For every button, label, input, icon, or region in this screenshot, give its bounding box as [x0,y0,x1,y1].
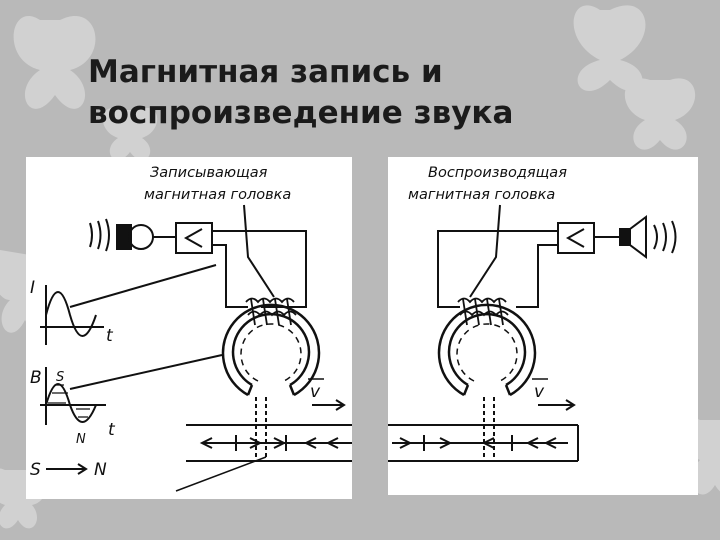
title-line-2: воспроизведение звука [88,95,514,131]
playback-diagram-panel: Воспроизводящая магнитная головка [388,157,698,495]
graph-time-axis-label: t [106,326,114,346]
title-line-1: Магнитная запись и [88,54,443,90]
slide-title: Магнитная запись и воспроизведение звука [88,52,688,134]
butterfly-icon [573,5,646,91]
graph-b-axis-label: B [30,368,42,388]
graph-n-label: N [76,432,86,447]
amplifier-symbol-icon [183,228,203,248]
butterfly-icon [624,78,696,150]
microphone-icon [128,224,154,250]
recording-velocity-label: v [310,382,321,402]
amplifier-icon [557,222,595,254]
velocity-arrow-icon [312,399,346,411]
playback-head-label-line2: магнитная головка [408,187,555,203]
amplifier-icon [175,222,213,254]
graph-time-axis-label-2: t [108,420,116,440]
playback-velocity-label: v [534,382,545,402]
coil-icon [245,297,297,326]
magnetic-tape [186,424,352,462]
pole-arrow: S N [30,456,267,492]
sound-wave-icon [89,218,110,252]
magnetic-head-core [221,303,321,397]
pole-s-label: S [30,460,41,480]
graph-s-label: S [56,370,64,385]
amplifier-symbol-icon [565,228,585,248]
microphone-base-icon [116,224,132,250]
playback-diagram: Воспроизводящая магнитная головка [388,165,677,462]
sound-wave-icon [653,220,677,254]
playback-head-label-line1: Воспроизводящая [428,165,567,181]
pole-n-label: N [94,460,107,480]
current-graph: I t [30,264,217,346]
induction-graph: B S N t [30,354,223,447]
recording-head-label-line1: Записывающая [150,165,268,181]
velocity-arrow-icon [538,399,576,411]
speaker-icon [619,215,647,259]
graph-current-axis-label: I [30,278,35,298]
magnetic-tape [388,424,579,462]
label-pointer-line [243,204,275,298]
recording-diagram-panel: Записывающая магнитная головка [26,157,352,499]
recording-diagram: Записывающая магнитная головка [30,165,352,492]
butterfly-icon [13,15,96,109]
label-pointer-line [469,204,501,298]
magnetic-head-core [437,303,537,397]
butterfly-icon [102,107,158,161]
recording-head-label-line2: магнитная головка [144,187,291,203]
